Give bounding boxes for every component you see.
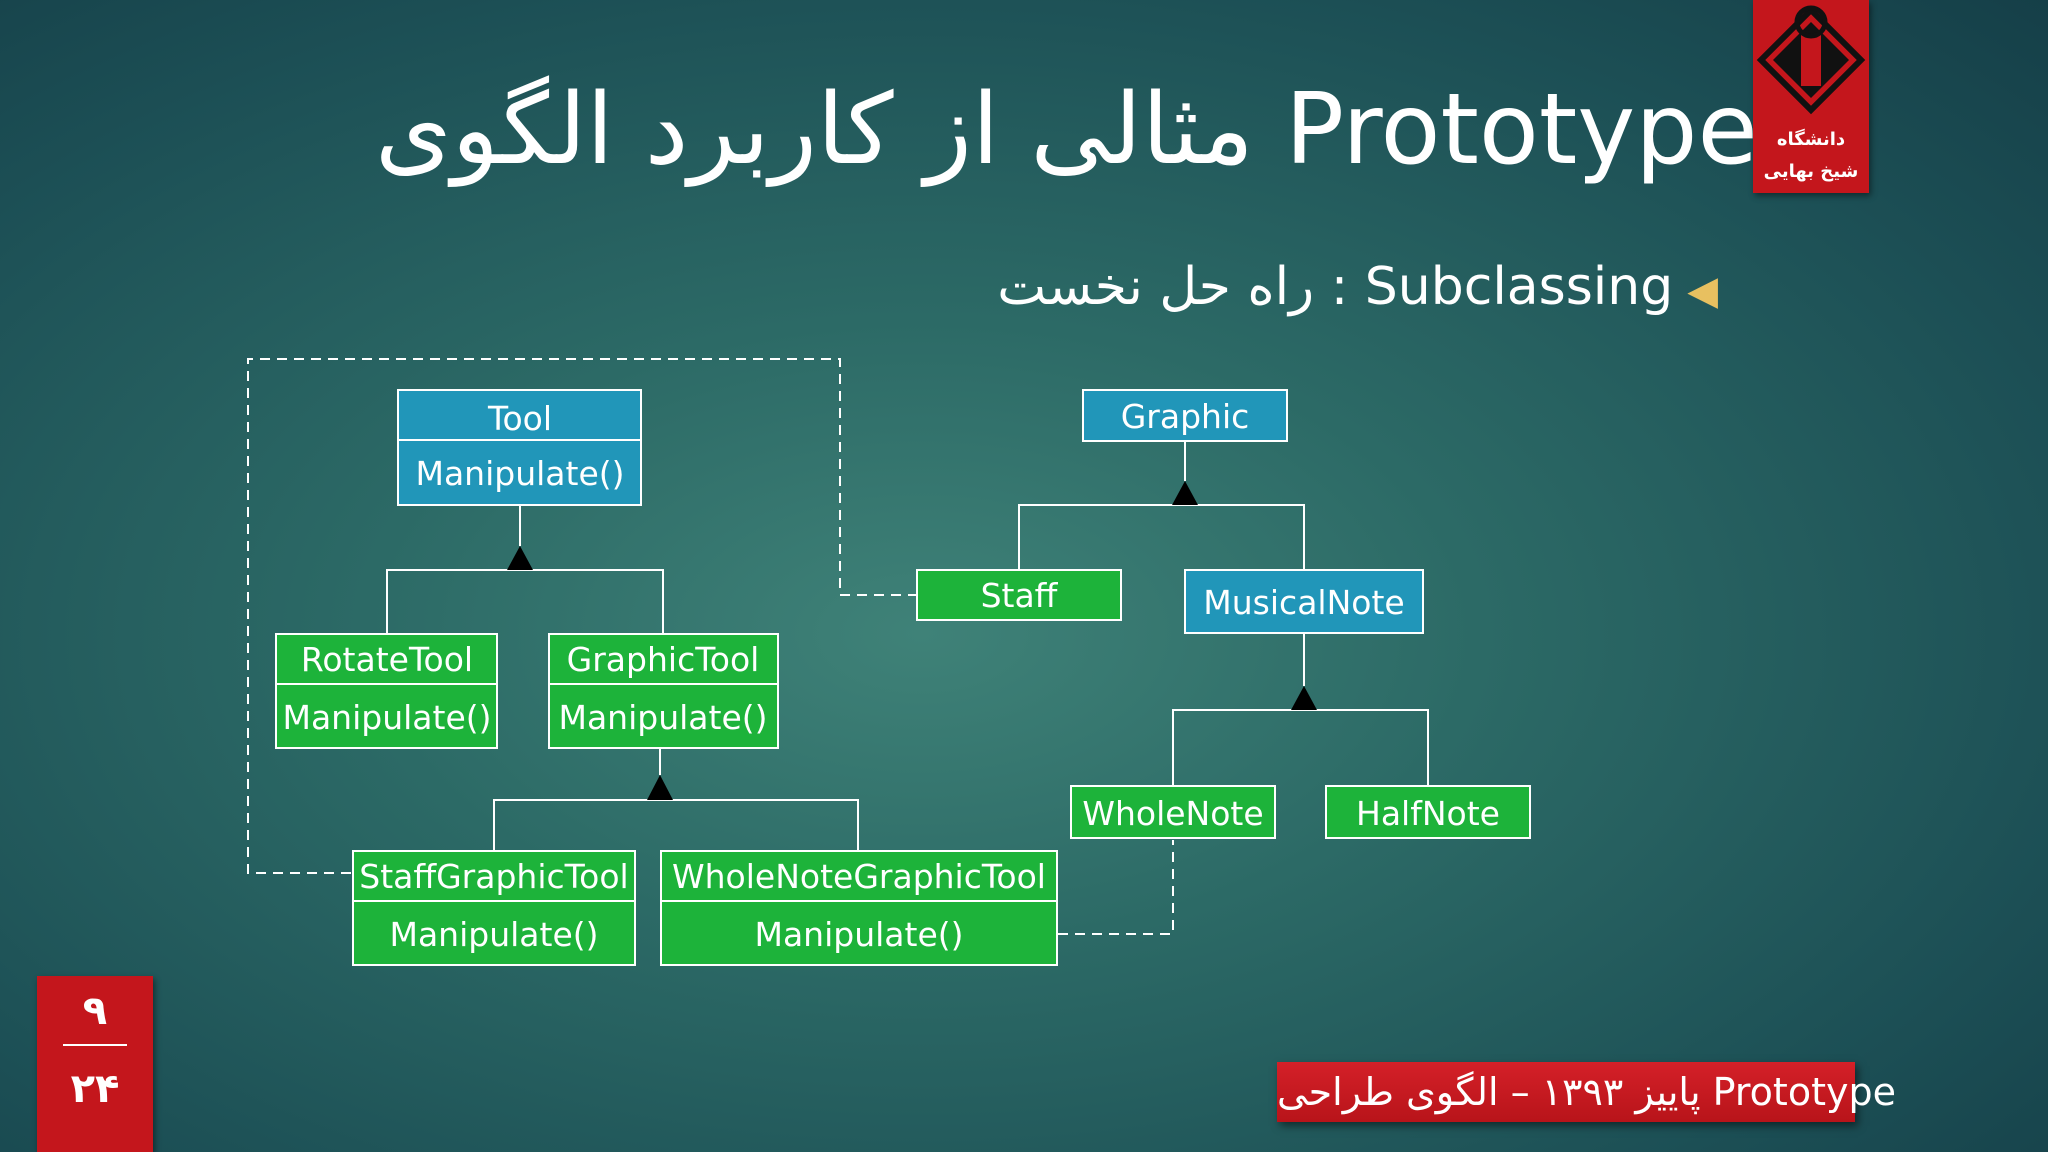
class-wholenotegraphictool-name: WholeNoteGraphicTool	[672, 857, 1046, 896]
class-graphictool-op: Manipulate()	[558, 698, 767, 737]
bullet-text: راه حل نخست : Subclassing	[997, 257, 1674, 317]
page-number-box: ۹ ۲۴	[37, 976, 153, 1152]
page-divider	[63, 1044, 127, 1046]
page-current: ۹	[82, 988, 108, 1034]
class-staffgraphictool-op: Manipulate()	[389, 915, 598, 954]
inheritance-graphic	[1018, 441, 1305, 570]
class-rotatetool: RotateTool Manipulate()	[275, 633, 498, 749]
university-logo: دانشگاه شیخ بهایی	[1753, 0, 1869, 193]
class-staff: Staff	[916, 569, 1122, 621]
dashed-link-staffgraphictool-staff	[247, 358, 916, 874]
logo-text-line2: شیخ بهایی	[1763, 161, 1859, 182]
class-tool: Tool Manipulate()	[397, 389, 642, 506]
inheritance-graphictool	[493, 748, 859, 851]
class-tool-name: Tool	[487, 399, 552, 438]
class-musicalnote-name: MusicalNote	[1203, 583, 1404, 622]
class-rotatetool-op: Manipulate()	[282, 698, 491, 737]
class-graphic-name: Graphic	[1121, 397, 1250, 436]
inheritance-arrow-tool	[507, 546, 533, 570]
logo-emblem-icon	[1756, 5, 1866, 115]
class-tool-op: Manipulate()	[415, 454, 624, 493]
class-graphic: Graphic	[1082, 389, 1288, 442]
class-rotatetool-name: RotateTool	[301, 640, 473, 679]
class-staffgraphictool: StaffGraphicTool Manipulate()	[352, 850, 636, 966]
page-total: ۲۴	[70, 1066, 120, 1112]
inheritance-arrow-graphic	[1172, 481, 1198, 505]
footer-banner: پاییز ۱۳۹۳ – الگوی طراحی Prototype	[1277, 1062, 1896, 1122]
class-wholenotegraphictool-op: Manipulate()	[754, 915, 963, 954]
class-staffgraphictool-name: StaffGraphicTool	[359, 857, 628, 896]
class-graphictool: GraphicTool Manipulate()	[548, 633, 779, 749]
class-wholenotegraphictool: WholeNoteGraphicTool Manipulate()	[660, 850, 1058, 966]
triangle-bullet-icon: ◀	[1687, 268, 1718, 314]
class-wholenote-name: WholeNote	[1082, 794, 1263, 833]
class-halfnote: HalfNote	[1325, 785, 1531, 839]
slide-title: مثالی از کاربرد الگوی Prototype	[375, 73, 1758, 187]
logo-text-line1: دانشگاه	[1776, 129, 1846, 150]
inheritance-arrow-musicalnote	[1291, 686, 1317, 710]
class-graphictool-name: GraphicTool	[567, 640, 760, 679]
class-wholenote: WholeNote	[1070, 785, 1276, 839]
dashed-link-wholenotegraphictool-wholenote	[1058, 840, 1174, 935]
bullet-item: راه حل نخست : Subclassing ◀	[418, 255, 1718, 323]
footer-text: پاییز ۱۳۹۳ – الگوی طراحی Prototype	[1277, 1070, 1896, 1114]
class-halfnote-name: HalfNote	[1356, 794, 1500, 833]
class-musicalnote: MusicalNote	[1184, 569, 1424, 634]
class-staff-name: Staff	[981, 576, 1059, 615]
inheritance-arrow-graphictool	[647, 775, 673, 800]
